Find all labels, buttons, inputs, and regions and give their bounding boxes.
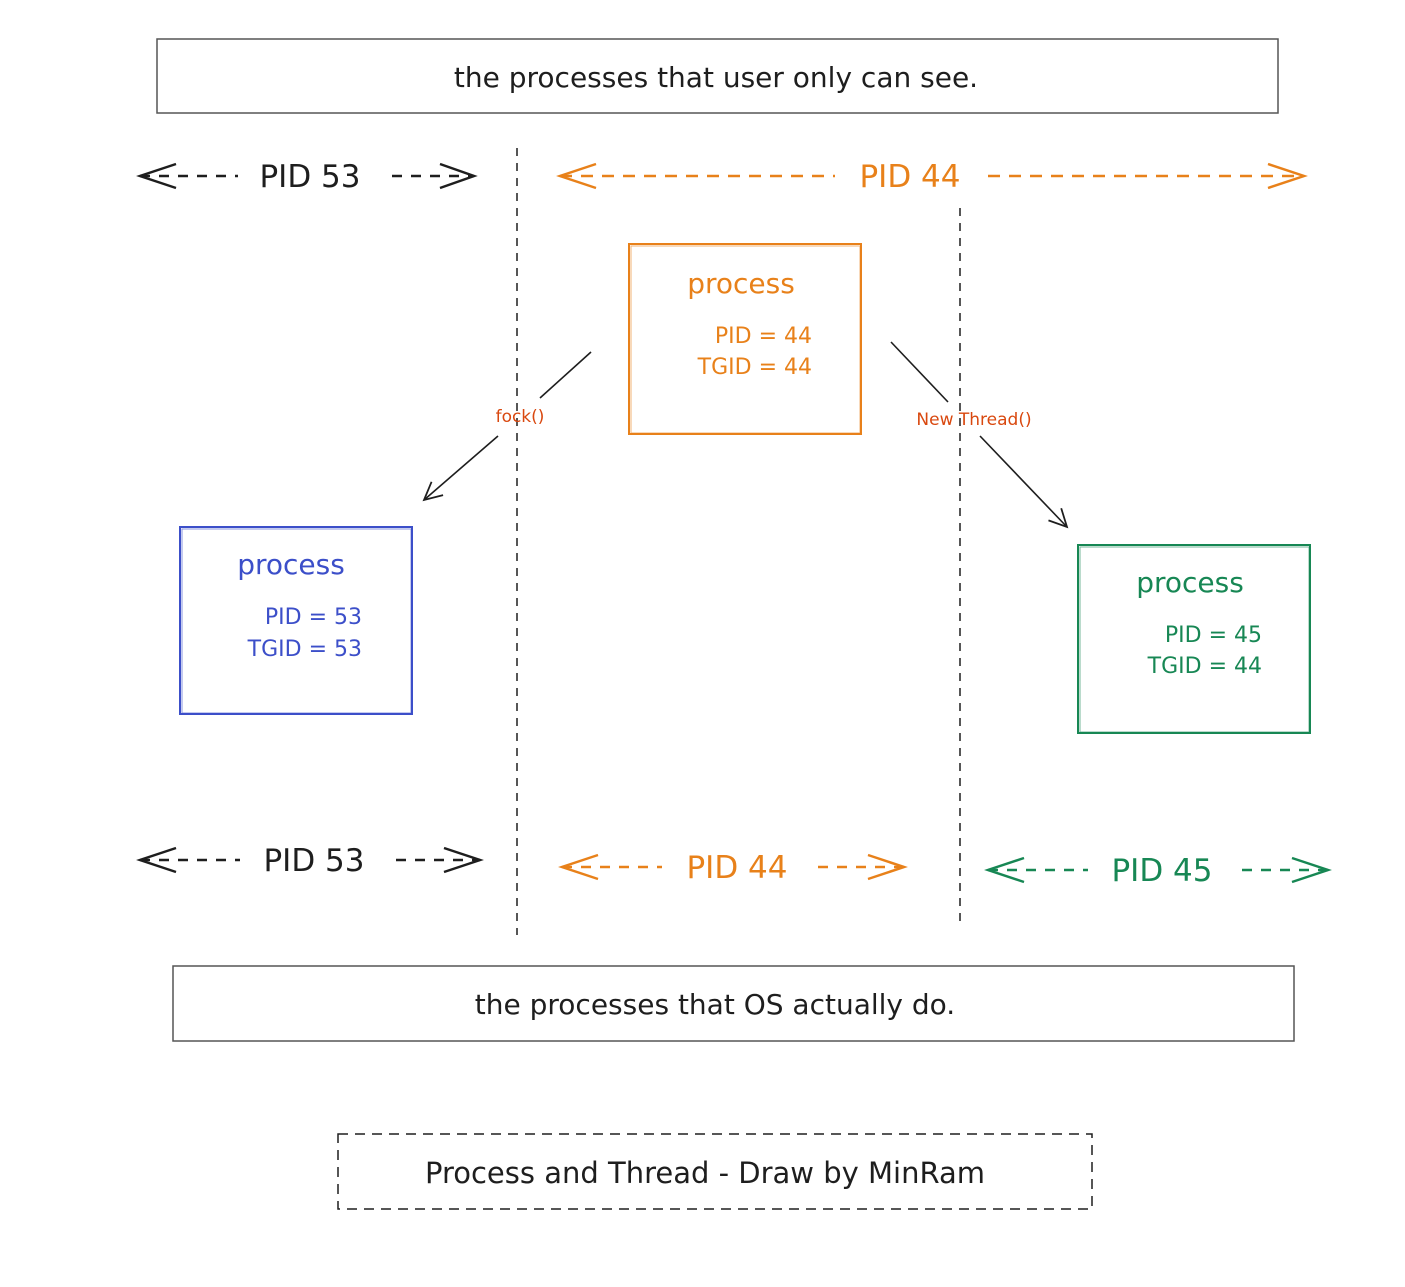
bottom-range-pid45: PID 45 xyxy=(984,853,1332,889)
left-arrowhead-icon xyxy=(558,853,599,881)
process-pid: PID = 45 xyxy=(1165,623,1262,648)
top-range-pid44: PID 44 xyxy=(556,159,1308,195)
right-arrowhead-icon xyxy=(439,162,478,190)
footer-caption-text: Process and Thread - Draw by MinRam xyxy=(425,1156,985,1190)
bottom-range-pid45-label: PID 45 xyxy=(1111,853,1212,889)
thread-label: New Thread() xyxy=(916,410,1031,430)
fork-edge: fock() xyxy=(422,351,592,502)
process-box-parent: process PID = 44 TGID = 44 xyxy=(628,243,862,435)
footer-caption-box: Process and Thread - Draw by MinRam xyxy=(337,1133,1093,1210)
thread-edge: New Thread() xyxy=(890,341,1069,529)
os-view-text: the processes that OS actually do. xyxy=(475,988,955,1021)
bottom-range-pid44: PID 44 xyxy=(558,850,908,886)
user-view-box: the processes that user only can see. xyxy=(156,38,1279,114)
bottom-range-pid44-label: PID 44 xyxy=(686,850,787,886)
process-title: process xyxy=(1136,566,1244,599)
process-box-forked: process PID = 53 TGID = 53 xyxy=(179,526,413,715)
right-arrowhead-icon xyxy=(1267,162,1308,190)
process-pid: PID = 44 xyxy=(715,324,812,349)
top-range-pid53-label: PID 53 xyxy=(259,159,360,195)
left-arrowhead-icon xyxy=(136,846,177,874)
os-view-box: the processes that OS actually do. xyxy=(172,965,1295,1042)
process-tgid: TGID = 53 xyxy=(247,637,362,662)
process-pid: PID = 53 xyxy=(265,605,362,630)
process-tgid: TGID = 44 xyxy=(697,355,812,380)
process-box-thread: process PID = 45 TGID = 44 xyxy=(1077,544,1311,734)
top-range-pid53: PID 53 xyxy=(136,159,478,195)
bottom-range-pid53-label: PID 53 xyxy=(263,843,364,879)
right-arrowhead-icon xyxy=(1291,856,1332,884)
left-arrowhead-icon xyxy=(136,162,177,190)
process-tgid: TGID = 44 xyxy=(1147,654,1262,679)
top-range-pid44-label: PID 44 xyxy=(859,159,960,195)
right-arrowhead-icon xyxy=(443,846,484,874)
bottom-range-pid53: PID 53 xyxy=(136,843,484,879)
user-view-text: the processes that user only can see. xyxy=(454,61,978,94)
fork-label: fock() xyxy=(496,407,545,427)
left-arrowhead-icon xyxy=(556,162,597,190)
process-title: process xyxy=(687,267,795,300)
process-title: process xyxy=(237,548,345,581)
left-arrowhead-icon xyxy=(984,856,1025,884)
right-arrowhead-icon xyxy=(867,853,908,881)
